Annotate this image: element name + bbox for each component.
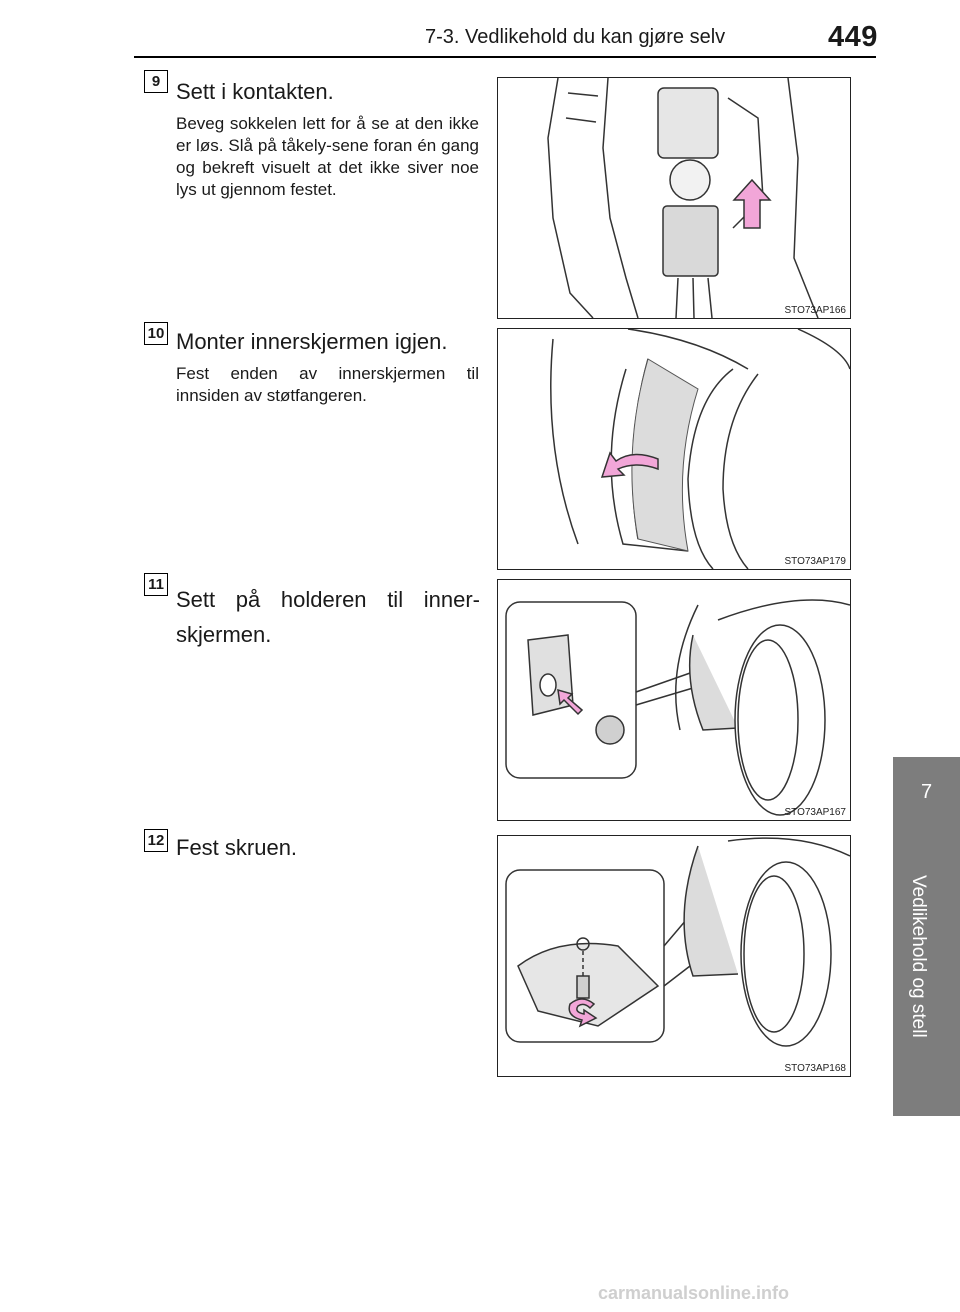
- figure-code: STO73AP179: [784, 556, 846, 567]
- figure-code: STO73AP168: [784, 1063, 846, 1074]
- arrow-up-icon: [732, 178, 772, 229]
- figure-code: STO73AP166: [784, 305, 846, 316]
- footer-watermark: carmanualsonline.info: [598, 1283, 790, 1303]
- chapter-number: 7: [920, 781, 933, 803]
- step-body-10: Fest enden av innerskjermen til innsiden…: [176, 364, 479, 405]
- rotate-arrow-icon: [600, 451, 659, 478]
- inner-fender-illustration: [550, 329, 850, 569]
- holder-illustration: [505, 599, 850, 816]
- section-title: 7-3. Vedlikehold du kan gjøre selv: [425, 26, 726, 48]
- screw-illustration: [505, 837, 850, 1047]
- step-title-10: Monter innerskjermen igjen.: [176, 329, 448, 354]
- chapter-title: Vedlikehold og stell: [908, 875, 929, 1038]
- insert-arrow-icon: [557, 688, 584, 716]
- step-number-12: 12: [144, 829, 168, 852]
- figure-screw: STO73AP168: [497, 835, 851, 1077]
- step-title-11: Sett på holderen til inner-skjermen.: [176, 587, 480, 647]
- rotate-screw-icon: [568, 998, 598, 1028]
- step-title-12: Fest skruen.: [176, 835, 298, 860]
- figure-holder: STO73AP167: [497, 579, 851, 821]
- step-body-9: Beveg sokkelen lett for å se at den ikke…: [176, 114, 479, 199]
- step-number-9: 9: [144, 70, 168, 93]
- connector-illustration: [547, 78, 819, 318]
- figure-connector: STO73AP166: [497, 77, 851, 319]
- step-title-9: Sett i kontakten.: [176, 79, 334, 104]
- chapter-tab: 7 Vedlikehold og stell: [893, 757, 960, 1116]
- step-number-10: 10: [144, 322, 168, 345]
- header-rule: [134, 56, 876, 58]
- step-number-11: 11: [144, 573, 168, 596]
- figure-code: STO73AP167: [784, 807, 846, 818]
- figure-inner-fender: STO73AP179: [497, 328, 851, 570]
- page-number: 449: [828, 21, 878, 53]
